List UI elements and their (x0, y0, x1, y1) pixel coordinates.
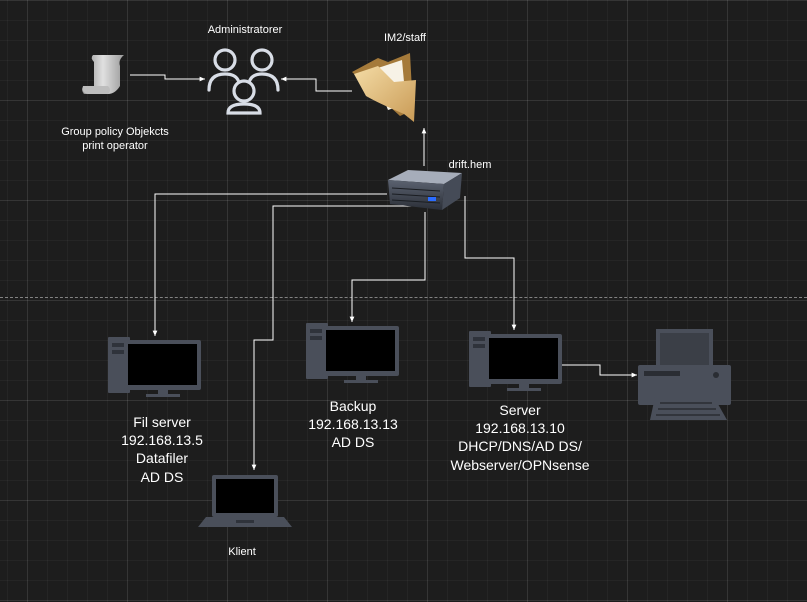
edge-drift-to-server (464, 196, 517, 330)
fil-server-line-3: Datafiler (135, 450, 189, 467)
edge-server-to-printer (560, 364, 637, 378)
label-im2-staff: IM2/staff (384, 32, 426, 44)
fil-server-line-4: AD DS (140, 468, 184, 485)
server-line-2: 192.168.13.10 (475, 420, 565, 437)
label-drift-hem: drift.hem (448, 159, 492, 171)
group-policy-line-2: print operator (82, 139, 148, 152)
rack-server-icon (388, 170, 462, 210)
desktop-computer-icon-server (469, 331, 562, 391)
server-line-3: DHCP/DNS/AD DS/ (458, 438, 582, 455)
label-fil-server: Fil server 192.168.13.5 Datafiler AD DS (92, 413, 232, 486)
edge-drift-to-klient (251, 205, 414, 470)
server-line-1: Server (499, 402, 541, 418)
desktop-computer-icon-fil-server (108, 337, 201, 397)
users-group-icon (207, 48, 280, 115)
fil-server-line-1: Fil server (133, 414, 191, 430)
label-klient: Klient (228, 546, 256, 558)
scroll-icon (82, 55, 124, 94)
printer-icon (638, 329, 731, 420)
label-administratorer: Administratorer (207, 24, 283, 36)
desktop-computer-icon-backup (306, 323, 399, 383)
label-backup: Backup 192.168.13.13 AD DS (283, 397, 423, 452)
group-policy-line-1: Group policy Objekcts (61, 126, 169, 138)
edge-group-policy-to-administratorer (130, 74, 205, 82)
edge-drift-to-fil-server (152, 193, 387, 336)
fil-server-line-2: 192.168.13.5 (121, 432, 203, 449)
backup-line-3: AD DS (331, 434, 375, 451)
folder-icon (352, 53, 416, 122)
label-group-policy: Group policy Objekcts print operator (40, 126, 190, 154)
edge-im2-to-administratorer (281, 76, 352, 92)
dashed-separator (0, 297, 807, 298)
label-server: Server 192.168.13.10 DHCP/DNS/AD DS/ Web… (430, 401, 610, 474)
laptop-icon (198, 475, 292, 527)
backup-line-2: 192.168.13.13 (308, 416, 398, 433)
backup-line-1: Backup (329, 398, 377, 414)
edge-drift-to-backup (349, 212, 426, 322)
server-line-4: Webserver/OPNsense (450, 456, 590, 473)
